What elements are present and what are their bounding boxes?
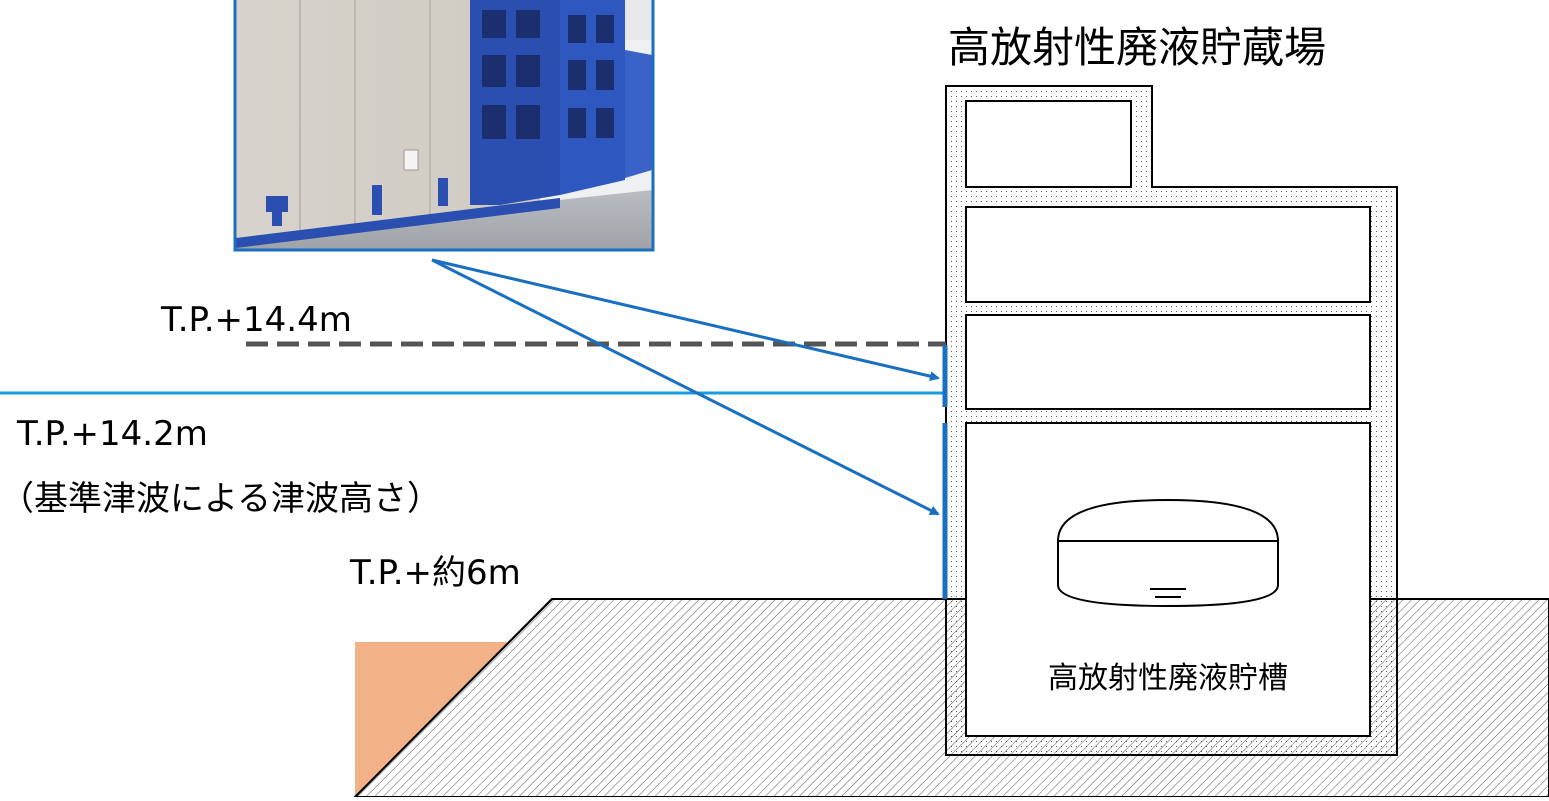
arrow-to-lower-barrier [431,258,940,516]
arrow-to-upper-barrier [431,258,940,382]
label-tsunami-note: （基準津波による津波高さ） [0,479,441,519]
label-tp-14-4: T.P.+14.4m [160,300,352,340]
barrier-photo [233,0,655,252]
tank-icon [1056,498,1280,608]
room-floor-2 [965,314,1371,410]
building-title: 高放射性廃液貯蔵場 [948,23,1326,72]
label-tp-14-2: T.P.+14.2m [16,414,208,454]
tank-label: 高放射性廃液貯槽 [1048,661,1288,696]
room-floor-3 [965,206,1371,303]
label-ground-level: T.P.+約6m [349,553,521,593]
room-top-small [965,100,1132,188]
slope-edge [354,598,553,798]
